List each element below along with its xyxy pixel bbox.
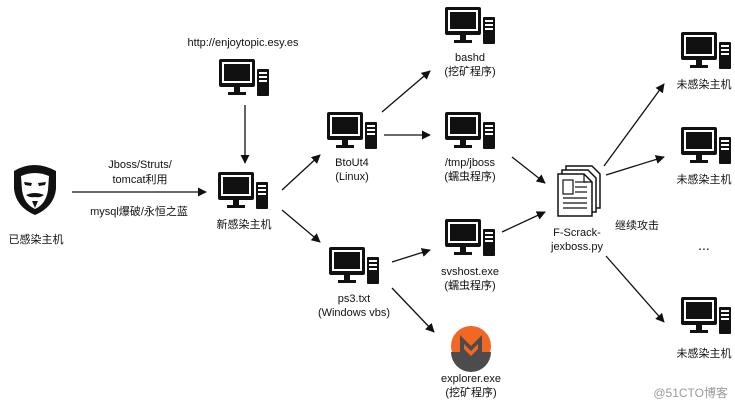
node-target-3: 未感染主机: [677, 297, 732, 360]
monero-icon: [451, 326, 491, 372]
anonymous-mask-icon: [14, 165, 56, 215]
edge-ps3-to-explorer: [391, 287, 435, 333]
node-target-1-label: 未感染主机: [677, 77, 732, 91]
node-infected: 已感染主机: [9, 165, 64, 246]
document-icon: [557, 165, 601, 217]
node-explorer: explorer.exe (挖矿程序): [441, 326, 501, 399]
node-svshost-sub: (蠕虫程序): [444, 278, 495, 292]
node-fscrack-sub: jexboss.py: [550, 241, 603, 253]
computer-icon: [681, 297, 731, 334]
node-tmp-jboss-sub: (蠕虫程序): [444, 169, 495, 183]
node-target-1: 未感染主机: [677, 32, 732, 91]
node-btout4-label: BtoUt4: [335, 157, 369, 169]
node-target-2-label: 未感染主机: [677, 172, 732, 186]
node-ellipsis: ...: [698, 237, 710, 253]
node-btout4-sub: (Linux): [335, 171, 369, 183]
edges: [72, 70, 665, 333]
edge-fscrack-to-target1: [603, 83, 665, 167]
node-ps3: ps3.txt (Windows vbs): [318, 247, 390, 319]
node-url: http://enjoytopic.esy.es: [187, 37, 299, 96]
edge-new-to-btout4: [281, 154, 321, 191]
node-target-2: 未感染主机: [677, 127, 732, 186]
node-new-infected-label: 新感染主机: [217, 217, 272, 231]
edge-ps3-to-svshost: [391, 248, 431, 263]
computer-icon: [445, 7, 495, 44]
node-target-3-label: 未感染主机: [677, 346, 732, 360]
computer-icon: [681, 127, 731, 164]
node-url-label: http://enjoytopic.esy.es: [187, 37, 299, 49]
edge-fscrack-to-target3: [605, 255, 665, 323]
computer-icon: [681, 32, 731, 69]
node-new-infected: 新感染主机: [217, 172, 272, 231]
edge-svshost-to-fscrack: [501, 211, 546, 233]
node-infected-label: 已感染主机: [9, 232, 64, 246]
computer-icon: [329, 247, 379, 284]
computer-icon: [445, 219, 495, 256]
edge-label-exploit-bottom: mysql爆破/永恒之蓝: [90, 204, 188, 218]
computer-icon: [327, 112, 377, 149]
node-fscrack-label: F-Scrack-: [553, 227, 601, 239]
edge-btout4-to-bashd: [381, 70, 431, 113]
node-explorer-sub: (挖矿程序): [445, 385, 496, 399]
computer-icon: [219, 59, 269, 96]
computer-icon: [218, 172, 268, 209]
node-fscrack: F-Scrack- jexboss.py: [550, 165, 603, 253]
edge-label-exploit-top: Jboss/Struts/: [108, 159, 173, 171]
edge-new-to-ps3: [281, 209, 321, 243]
edge-fscrack-to-target2: [605, 155, 665, 176]
edge-label-exploit-mid: tomcat利用: [112, 173, 167, 186]
node-tmp-jboss: /tmp/jboss (蠕虫程序): [444, 112, 496, 183]
node-svshost-label: svshost.exe: [441, 266, 499, 278]
node-ps3-sub: (Windows vbs): [318, 307, 390, 319]
watermark: @51CTO博客: [653, 385, 728, 400]
edge-label-continue-attack: 继续攻击: [615, 218, 659, 232]
node-tmp-jboss-label: /tmp/jboss: [445, 157, 496, 169]
node-ps3-label: ps3.txt: [338, 293, 370, 305]
node-bashd: bashd (挖矿程序): [444, 7, 496, 78]
node-svshost: svshost.exe (蠕虫程序): [441, 219, 499, 292]
node-bashd-sub: (挖矿程序): [444, 64, 495, 78]
edge-tmpjboss-to-fscrack: [511, 156, 546, 184]
node-btout4: BtoUt4 (Linux): [327, 112, 377, 183]
node-explorer-label: explorer.exe: [441, 373, 501, 385]
computer-icon: [445, 112, 495, 149]
node-bashd-label: bashd: [455, 52, 485, 64]
